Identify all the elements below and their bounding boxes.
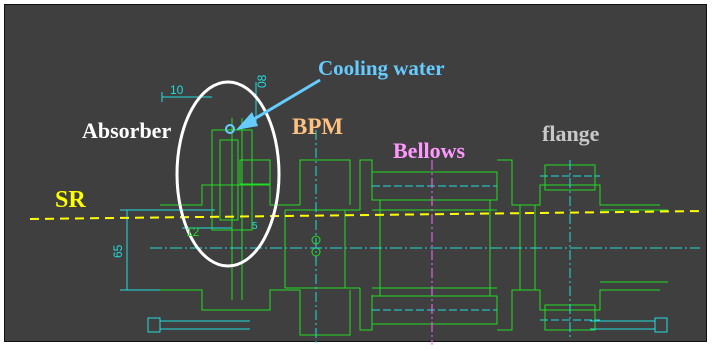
sr-label: SR (55, 187, 86, 213)
cooling-water-label: Cooling water (318, 56, 445, 80)
flange-label: flange (542, 121, 600, 146)
bpm-label: BPM (292, 114, 344, 139)
flange-right-upper (497, 159, 660, 206)
bolt-right-head (654, 317, 668, 333)
absorber-highlight-ellipse (175, 80, 281, 268)
dimension-12: 12 (186, 225, 200, 239)
cooling-water-arrowhead (236, 112, 258, 130)
dimension-10: 10 (170, 83, 184, 97)
dimension-5: 5 (252, 221, 258, 232)
dimension-65: 65 (111, 244, 125, 258)
flange-left-upper (359, 159, 373, 210)
dimension-08: 08 (255, 74, 269, 88)
absorber-cap (239, 159, 271, 185)
centerlines (120, 82, 700, 345)
cooling-water-arrow (243, 78, 321, 127)
bpm-upper (299, 159, 351, 205)
bpm-lower (299, 290, 351, 336)
absorber-label: Absorber (82, 118, 172, 143)
cooling-water-port (225, 124, 235, 134)
flange-left-lower (359, 288, 373, 331)
body-lower-line (160, 289, 300, 311)
bolt-left-head (147, 317, 161, 333)
sr-beam-line (29, 210, 706, 220)
drawing-panel (4, 4, 707, 342)
flange-right-lower (497, 289, 660, 331)
absorber-inner (219, 139, 239, 221)
bellows-label: Bellows (393, 138, 466, 163)
